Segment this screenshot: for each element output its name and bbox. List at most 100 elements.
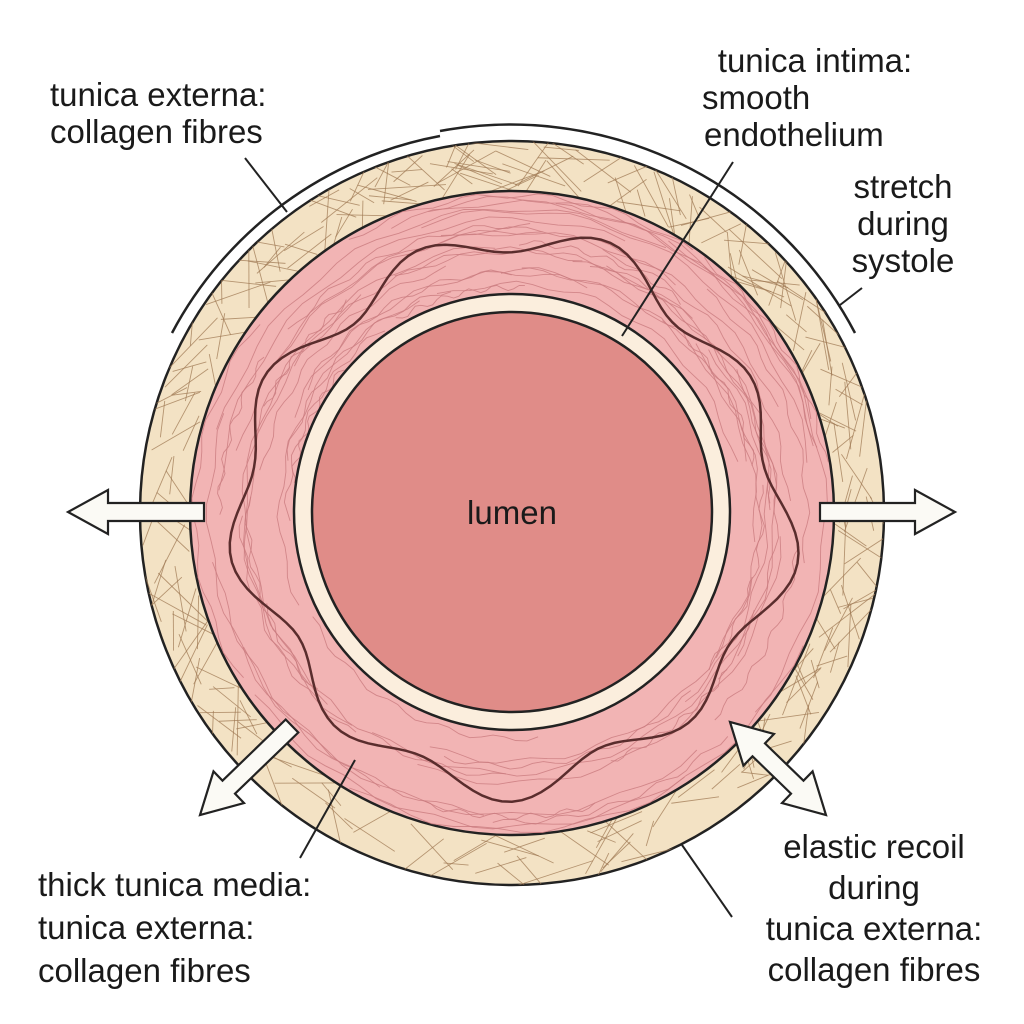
collagen-fibre — [196, 595, 200, 650]
collagen-fibre — [841, 453, 873, 499]
collagen-fibre — [174, 565, 187, 632]
smooth-muscle-fibre — [695, 343, 763, 659]
collagen-fibre — [325, 802, 353, 830]
collagen-fibre — [829, 641, 840, 673]
collagen-fibre — [208, 353, 216, 386]
stretch-arc-left — [170, 134, 441, 334]
collagen-fibre — [677, 769, 715, 798]
smooth-muscle-fibre — [500, 267, 747, 462]
smooth-muscle-fibre — [706, 288, 811, 564]
smooth-muscle-fibre — [259, 265, 447, 471]
smooth-muscle-fibre — [602, 249, 792, 501]
collagen-fibre — [457, 164, 503, 185]
collagen-fibre — [443, 862, 469, 866]
collagen-fibre — [751, 279, 800, 286]
collagen-fibre — [151, 421, 201, 451]
collagen-fibre — [556, 828, 609, 866]
smooth-muscle-fibre — [429, 577, 753, 764]
collagen-fibre — [842, 516, 847, 596]
collagen-fibre — [820, 368, 864, 388]
smooth-muscle-fibre — [704, 256, 829, 463]
smooth-muscle-fibre — [243, 646, 698, 816]
collagen-fibre — [211, 710, 214, 737]
collagen-fibre — [239, 700, 258, 735]
collagen-fibre — [728, 228, 783, 280]
smooth-muscle-fibre — [286, 291, 452, 461]
collagen-fibre — [617, 201, 681, 212]
smooth-muscle-fibre — [606, 265, 777, 680]
smooth-muscle-fibre — [212, 562, 485, 816]
smooth-muscle-fibre — [191, 324, 261, 678]
collagen-fibre — [390, 181, 429, 201]
collagen-fibre — [517, 860, 593, 885]
collagen-fibre — [502, 163, 566, 187]
smooth-muscle-fibre — [216, 209, 667, 430]
arrow-right — [818, 488, 958, 536]
collagen-fibre — [321, 177, 378, 223]
collagen-fibre — [437, 150, 497, 184]
collagen-fibre — [645, 820, 655, 847]
collagen-fibre — [451, 168, 473, 185]
collagen-fibre — [829, 589, 842, 614]
smooth-muscle-fibre — [294, 271, 588, 418]
collagen-fibre — [806, 305, 840, 336]
smooth-muscle-fibre — [521, 267, 757, 543]
arrow-bottom-right — [728, 720, 828, 817]
collagen-fibre — [600, 833, 634, 872]
collagen-fibre — [833, 422, 844, 482]
smooth-muscle-fibre — [312, 616, 539, 742]
smooth-muscle-fibres — [191, 193, 829, 833]
collagen-fibre — [838, 530, 884, 560]
collagen-fibre — [177, 588, 197, 648]
collagen-fibre — [429, 163, 493, 175]
collagen-fibre — [209, 687, 235, 690]
collagen-fibre — [284, 243, 318, 255]
smooth-muscle-fibre — [492, 736, 729, 825]
collagen-fibre — [182, 415, 200, 451]
collagen-fibre — [453, 831, 503, 862]
smooth-muscle-fibre — [436, 280, 739, 462]
collagen-fibre — [149, 559, 167, 611]
label-lumen: lumen — [467, 494, 557, 531]
collagen-fibre — [516, 855, 560, 885]
collagen-fibre — [575, 149, 632, 193]
collagen-fibre — [859, 400, 867, 457]
collagen-fibre — [357, 184, 417, 202]
smooth-muscle-fibre — [589, 266, 772, 511]
collagen-fibre — [846, 390, 866, 460]
smooth-muscle-fibre — [266, 603, 507, 776]
lumen — [310, 310, 714, 714]
collagen-fibre — [368, 195, 412, 201]
collagen-fibre — [361, 200, 364, 228]
collagen-fibre — [497, 862, 531, 885]
collagen-fibre — [795, 675, 812, 715]
collagen-fibre — [711, 764, 741, 790]
collagen-fibre — [367, 184, 446, 190]
smooth-muscle-fibre — [283, 330, 386, 522]
collagen-fibre — [504, 837, 545, 853]
collagen-fibre — [636, 189, 646, 217]
collagen-fibre — [770, 321, 805, 351]
collagen-fibre — [484, 170, 545, 195]
collagen-fibre — [493, 834, 554, 864]
collagen-fibre — [140, 587, 207, 626]
collagen-fibre — [383, 163, 390, 205]
smooth-muscle-fibre — [277, 229, 676, 360]
smooth-muscle-fibre — [276, 300, 420, 606]
collagen-fibre — [740, 771, 768, 776]
smooth-muscle-fibre — [205, 413, 381, 788]
collagen-fibre — [189, 319, 194, 346]
collagen-fibre — [751, 269, 804, 301]
collagen-fibre — [410, 823, 454, 870]
collagen-fibre — [474, 159, 511, 174]
collagen-fibre — [633, 165, 669, 228]
collagen-fibre — [832, 434, 854, 453]
smooth-muscle-fibre — [391, 199, 814, 447]
smooth-muscle-fibre — [307, 269, 512, 391]
collagen-fibre — [782, 643, 811, 716]
collagen-fibre — [154, 524, 186, 584]
collagen-fibre — [399, 838, 444, 874]
collagen-fibre — [164, 344, 208, 388]
collagen-fibre — [391, 169, 422, 173]
